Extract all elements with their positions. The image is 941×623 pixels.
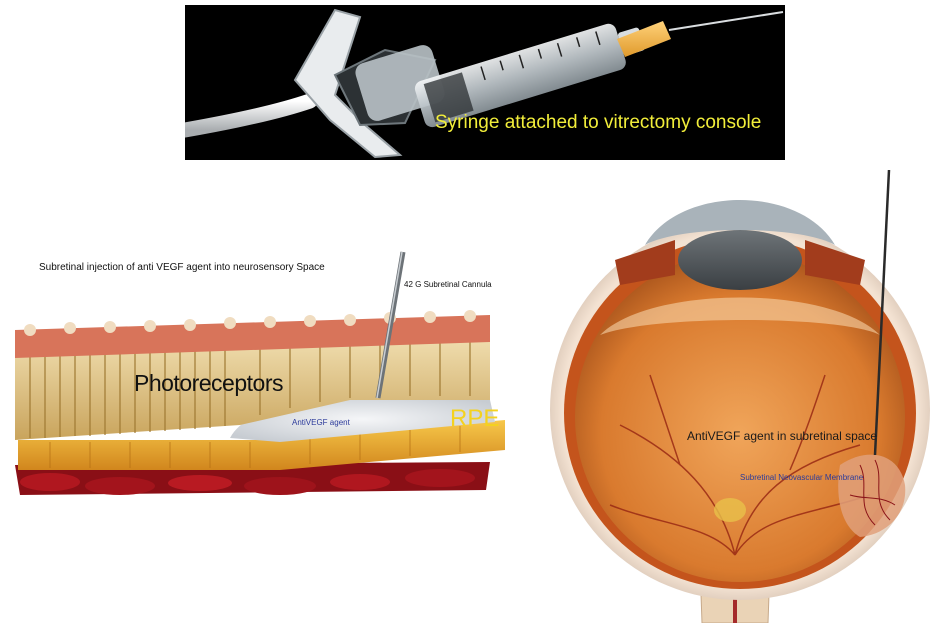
needle: [669, 12, 783, 30]
cannula-label: 42 G Subretinal Cannula: [404, 280, 492, 289]
macula: [714, 498, 746, 522]
lens: [678, 230, 802, 290]
eye-cross-section: [540, 165, 941, 623]
photoreceptors-label: Photoreceptors: [134, 370, 283, 397]
subretinal-space-label: AntiVEGF agent in subretinal space: [687, 429, 877, 443]
subretinal-bleb: [838, 455, 905, 537]
tubing: [185, 101, 310, 130]
syringe-caption: Syringe attached to vitrectomy console: [435, 112, 761, 134]
rpe-label: RPE: [450, 405, 499, 433]
antivegf-agent-label: AntiVEGF agent: [292, 418, 350, 427]
retina-title: Subretinal injection of anti VEGF agent …: [39, 262, 325, 273]
neovascular-membrane-label: Subretinal Neovascular Membrane: [740, 473, 863, 482]
syringe-image-panel: Syringe attached to vitrectomy console: [185, 5, 785, 160]
eye-illustration: [540, 165, 941, 623]
syringe-illustration: [185, 5, 785, 160]
needle-hub: [617, 21, 671, 57]
